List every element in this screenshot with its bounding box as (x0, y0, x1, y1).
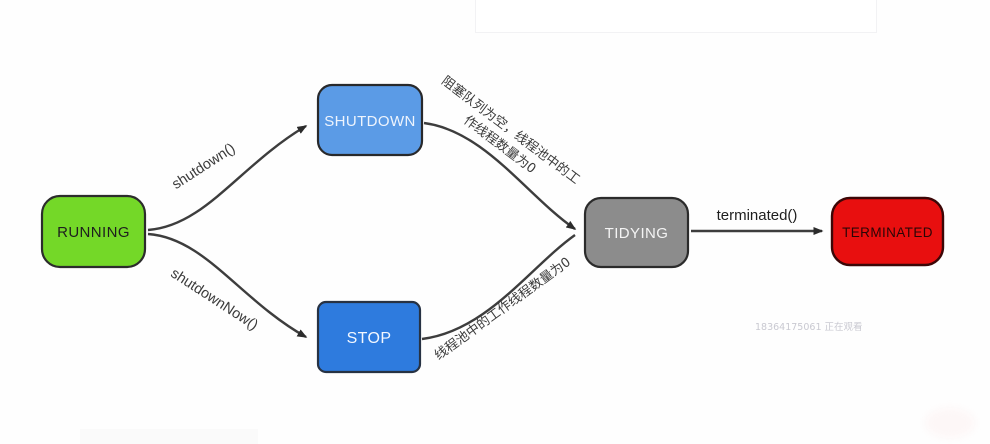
state-node-stop: STOP (316, 300, 422, 374)
edge-label-terminated: terminated() (717, 207, 798, 224)
edge-running-to-shutdown (147, 124, 308, 232)
edge-label-shutdownnow: shutdownNow() (168, 265, 261, 333)
edge-shutdown-to-tidying (423, 121, 577, 230)
edge-running-to-stop (147, 232, 308, 339)
running-box (40, 194, 147, 269)
state-node-running: RUNNING (40, 194, 147, 269)
edge-label-line1: 阻塞队列为空，线程池中的工 (438, 73, 583, 187)
stop-box (316, 300, 422, 374)
shutdown-box (316, 83, 424, 157)
edge-label-shutdown: shutdown() (169, 140, 238, 192)
state-node-terminated: TERMINATED (830, 196, 945, 267)
state-node-shutdown: SHUTDOWN (316, 83, 424, 157)
state-node-tidying: TIDYING (583, 196, 690, 269)
edge-stop-to-tidying (421, 234, 576, 341)
running-label: RUNNING (57, 224, 130, 241)
terminated-label: TERMINATED (842, 225, 933, 240)
viewer-watermark: 18364175061 正在观看 (755, 321, 863, 333)
tidying-box (583, 196, 690, 269)
edge-label-stop-to-tidying: 线程池中的工作线程数量为0 (431, 254, 573, 364)
faint-bottom-bar (80, 429, 258, 444)
edge-label-shutdown-to-tidying: 阻塞队列为空，线程池中的工 作线程数量为0 (438, 73, 583, 187)
terminated-box (830, 196, 945, 267)
tidying-label: TIDYING (605, 225, 669, 242)
faint-top-panel-edge (475, 0, 877, 33)
faint-smudge (925, 408, 975, 438)
stop-label: STOP (347, 330, 392, 347)
shutdown-label: SHUTDOWN (324, 113, 416, 130)
